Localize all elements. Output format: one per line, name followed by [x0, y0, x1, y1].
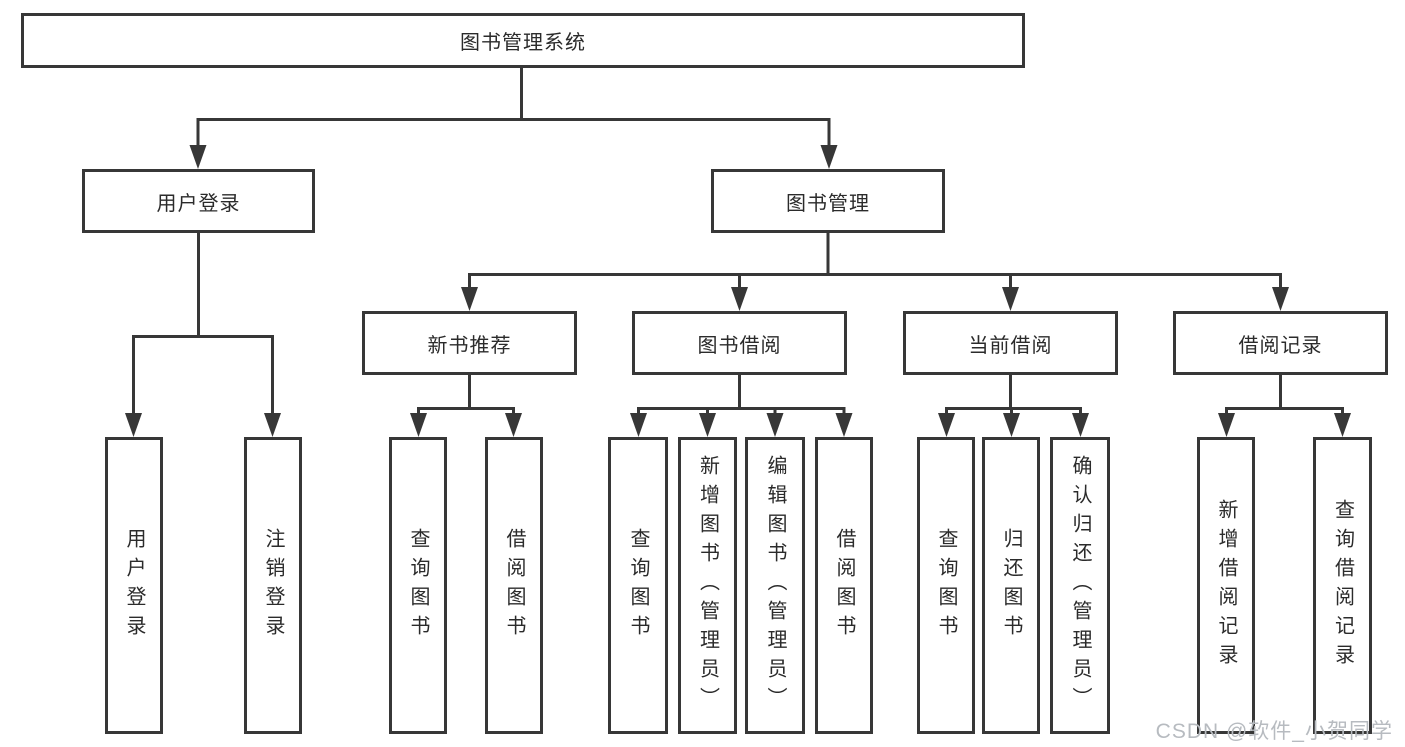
arrowhead-icon	[461, 287, 478, 311]
node-user-login: 用户登录	[82, 169, 315, 233]
connector-root	[196, 68, 831, 148]
leaf-borrow-books-recommend: 借阅图书	[485, 437, 543, 734]
connector-current-borrowing	[945, 375, 1082, 416]
arrowhead-icon	[1003, 413, 1020, 437]
leaf-label: 新增借阅记录	[1215, 498, 1237, 673]
leaf-label: 借阅图书	[833, 527, 855, 644]
arrowhead-icon	[1272, 287, 1289, 311]
leaf-label: 用户登录	[123, 527, 145, 644]
leaf-user-login: 用户登录	[105, 437, 163, 734]
leaf-label: 查询借阅记录	[1331, 498, 1354, 673]
leaf-edit-book-admin: 编辑图书（管理员）	[745, 437, 805, 734]
connector-book-management	[468, 233, 1282, 290]
watermark: CSDN @软件_小贺同学	[1155, 720, 1393, 743]
leaf-logout: 注销登录	[244, 437, 302, 734]
leaf-borrow-books-borrowing: 借阅图书	[815, 437, 873, 734]
node-new-book-recommend: 新书推荐	[362, 311, 577, 375]
leaf-label: 查询图书	[935, 527, 957, 644]
leaf-query-borrow-record: 查询借阅记录	[1313, 437, 1372, 734]
connector-borrowing-records	[1225, 375, 1344, 416]
leaf-label: 借阅图书	[503, 527, 525, 644]
arrowhead-icon	[1334, 413, 1351, 437]
arrowhead-icon	[410, 413, 427, 437]
leaf-label: 确认归还（管理员）	[1069, 455, 1091, 716]
arrowhead-icon	[699, 413, 716, 437]
arrowhead-icon	[505, 413, 522, 437]
arrowhead-icon	[1002, 287, 1019, 311]
arrowhead-icon	[264, 413, 281, 437]
node-book-borrowing: 图书借阅	[632, 311, 847, 375]
leaf-query-books-current: 查询图书	[917, 437, 975, 734]
leaf-add-book-admin: 新增图书（管理员）	[678, 437, 737, 734]
leaf-query-books-borrowing: 查询图书	[608, 437, 668, 734]
arrowhead-icon	[1218, 413, 1235, 437]
node-borrowing-records: 借阅记录	[1173, 311, 1388, 375]
leaf-label: 新增图书（管理员）	[696, 455, 719, 716]
node-book-management: 图书管理	[711, 169, 945, 233]
arrowhead-icon	[125, 413, 142, 437]
arrowhead-icon	[835, 413, 853, 437]
arrowhead-icon	[630, 413, 647, 437]
connector-new-book	[417, 375, 515, 416]
connector-user-login	[132, 233, 274, 416]
leaf-confirm-return-admin: 确认归还（管理员）	[1050, 437, 1110, 734]
arrowhead-icon	[731, 287, 748, 311]
node-root: 图书管理系统	[21, 13, 1025, 68]
arrowhead-icon	[1072, 413, 1089, 437]
leaf-query-books-recommend: 查询图书	[389, 437, 447, 734]
arrowhead-icon	[189, 145, 207, 169]
arrowhead-icon	[766, 413, 784, 437]
leaf-return-books: 归还图书	[982, 437, 1040, 734]
arrowhead-icon	[820, 145, 838, 169]
node-current-borrowing: 当前借阅	[903, 311, 1118, 375]
arrowhead-icon	[938, 413, 955, 437]
leaf-label: 编辑图书（管理员）	[764, 455, 786, 716]
leaf-add-borrow-record: 新增借阅记录	[1197, 437, 1255, 734]
leaf-label: 查询图书	[407, 527, 429, 644]
leaf-label: 查询图书	[627, 527, 649, 644]
leaf-label: 归还图书	[1000, 527, 1022, 644]
leaf-label: 注销登录	[262, 527, 284, 644]
connector-book-borrowing	[637, 375, 846, 416]
